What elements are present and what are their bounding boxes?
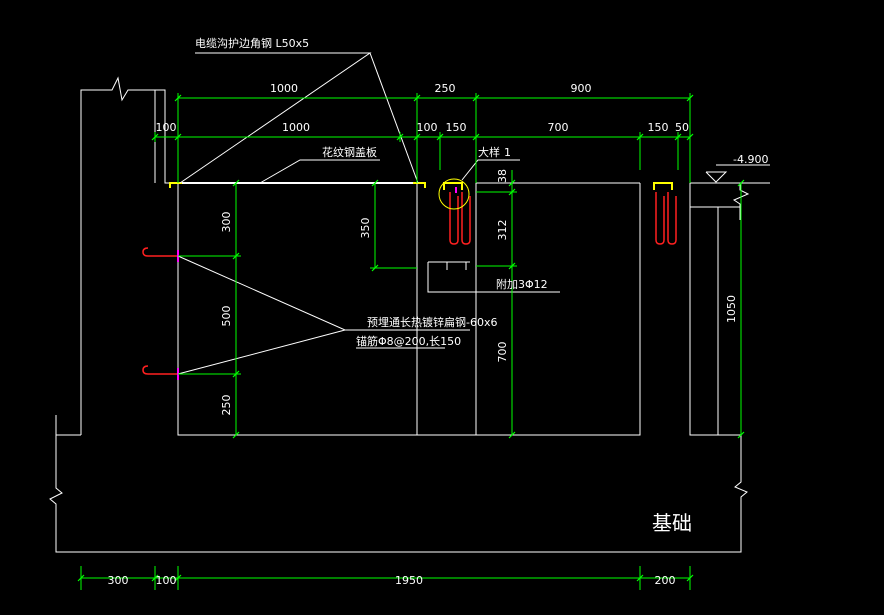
- dimension-tick: [472, 133, 480, 141]
- dimension-tick: [686, 133, 694, 141]
- structure-outline: [49, 76, 770, 553]
- label-foundation: 基础: [652, 511, 692, 535]
- dimension-tick: [508, 188, 516, 196]
- label-detail-callout: 大样: [478, 145, 500, 159]
- dimension-tick: [371, 179, 379, 187]
- dimension-tick: [174, 574, 182, 582]
- dimension-tick: [151, 133, 159, 141]
- angle-steel-group: [169, 182, 673, 190]
- label-embedded-flat-steel: 预埋通长热镀锌扁钢-60x6: [367, 315, 497, 329]
- detail-circle: [438, 178, 470, 210]
- angle-steel-mid2: [443, 182, 463, 190]
- dimension-tick: [174, 133, 182, 141]
- dim-text-second-6: 150: [648, 121, 669, 134]
- trench-left-side: [177, 183, 641, 436]
- label-detail-number: 1: [504, 146, 511, 159]
- leader-flat-steel-2: [177, 329, 346, 375]
- dim-text-second-1: 100: [156, 121, 177, 134]
- dimension-tick: [413, 133, 421, 141]
- rebar-u-bar-right: [655, 192, 677, 245]
- dim-text-second-3: 100: [417, 121, 438, 134]
- dimension-tick: [737, 431, 745, 439]
- leader-lines: [177, 52, 560, 375]
- elevation-triangle: [705, 171, 728, 183]
- dim-text-second-7: 50: [675, 121, 689, 134]
- dimension-tick: [508, 431, 516, 439]
- dim-text-second-4: 150: [446, 121, 467, 134]
- dim-text-mid-3: 700: [496, 342, 509, 363]
- anchor-bar-lower: [142, 365, 178, 375]
- label-cable-angle-steel: 电缆沟护边角钢 L50x5: [195, 36, 309, 50]
- dimension-tick: [674, 133, 682, 141]
- label-anchor-bar: 锚筋Φ8@200,长150: [356, 334, 461, 348]
- left-wall-outer: [80, 76, 178, 435]
- angle-steel-left: [169, 182, 182, 188]
- angle-steel-mid: [413, 182, 426, 188]
- dim-text-mid-2: 312: [496, 220, 509, 241]
- leader-angle-steel-2: [369, 52, 419, 184]
- label-checker-plate: 花纹钢盖板: [322, 145, 377, 159]
- right-wall: [689, 183, 718, 436]
- dimension-tick: [151, 574, 159, 582]
- dimension-tick: [686, 574, 694, 582]
- label-elevation: -4.900: [733, 153, 768, 166]
- leader-detail: [461, 159, 520, 181]
- dimension-tick: [686, 94, 694, 102]
- label-rebar-note: 附加3Φ12: [496, 277, 548, 291]
- dim-text-left-3: 250: [220, 395, 233, 416]
- angle-steel-right: [653, 182, 673, 190]
- leader-checker-plate: [259, 159, 380, 184]
- dimension-tick: [232, 179, 240, 187]
- anchor-bar-upper: [142, 247, 178, 257]
- dimension-tick: [737, 179, 745, 187]
- dimension-tick: [232, 431, 240, 439]
- dimension-tick: [508, 262, 516, 270]
- dimension-tick: [396, 133, 404, 141]
- dim-text-top-3: 900: [571, 82, 592, 95]
- dimension-tick: [174, 94, 182, 102]
- rebar-u-bar-mid: [449, 192, 471, 245]
- dim-text-bottom-1: 300: [108, 574, 129, 587]
- dimension-tick: [413, 94, 421, 102]
- foundation-outline: [49, 415, 748, 553]
- rebar-group: [142, 192, 677, 375]
- dim-text-bottom-3: 1950: [395, 574, 423, 587]
- dim-text-bottom-4: 200: [655, 574, 676, 587]
- dimension-tick: [371, 264, 379, 272]
- dim-text-left-1: 300: [220, 212, 233, 233]
- dimension-tick: [77, 574, 85, 582]
- dim-text-second-5: 700: [548, 121, 569, 134]
- dim-text-inner-1: 350: [359, 218, 372, 239]
- drawing-text: 电缆沟护边角钢 L50x5 花纹钢盖板 大样 1 附加3Φ12 预埋通长热镀锌扁…: [108, 36, 769, 587]
- dimension-tick: [636, 574, 644, 582]
- dim-text-mid-1: 38: [496, 169, 509, 183]
- dimension-ticks: [77, 94, 745, 582]
- elevation-symbol: [705, 164, 770, 183]
- dim-text-right-1: 1050: [725, 295, 738, 323]
- dim-text-top-1: 1000: [270, 82, 298, 95]
- dimension-tick: [232, 252, 240, 260]
- dimension-tick: [636, 133, 644, 141]
- dimension-tick: [508, 179, 516, 187]
- leader-angle-steel: [179, 52, 372, 184]
- leader-rebar: [427, 262, 560, 293]
- dim-text-bottom-2: 100: [156, 574, 177, 587]
- dim-text-left-2: 500: [220, 306, 233, 327]
- dim-text-second-2: 1000: [282, 121, 310, 134]
- dimension-tick: [436, 133, 444, 141]
- dim-text-top-2: 250: [435, 82, 456, 95]
- dimension-lines: [80, 93, 742, 590]
- dimension-tick: [232, 370, 240, 378]
- dimension-tick: [472, 94, 480, 102]
